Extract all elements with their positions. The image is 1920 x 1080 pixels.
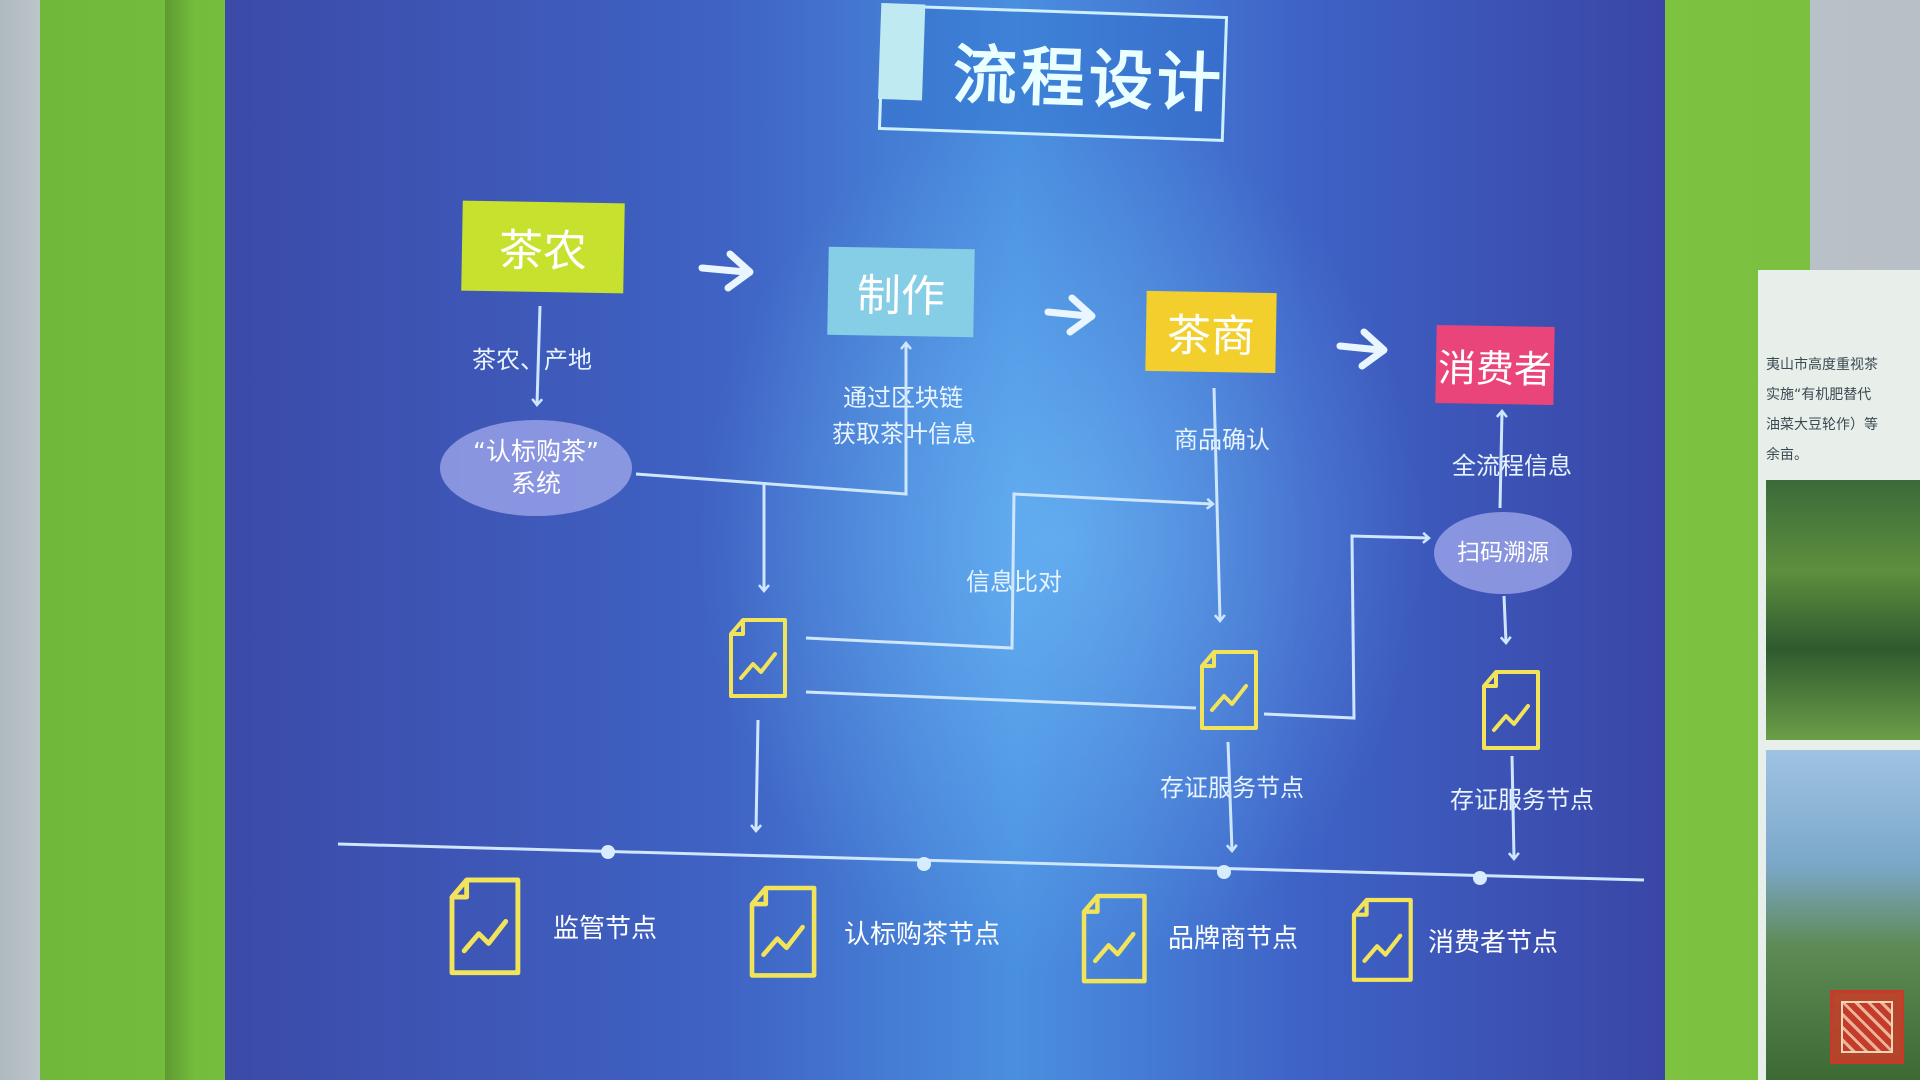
side-panel-line: 实施“有机肥替代 <box>1766 387 1872 403</box>
label-info-compare: 信息比对 <box>966 568 1062 596</box>
label-blockchain-line1: 通过区块链 <box>843 384 963 412</box>
label-full-process-info: 全流程信息 <box>1452 452 1572 480</box>
bottom-node-label-supervision: 监管节点 <box>553 914 658 944</box>
label-farmer-origin: 茶农、产地 <box>472 346 592 374</box>
oval-scan-trace-label: 扫码溯源 <box>1457 540 1549 566</box>
stage-tea-merchant: 茶商 <box>1145 290 1277 374</box>
label-goods-confirm: 商品确认 <box>1174 426 1270 454</box>
bottom-node-label-tea-purchase: 认标购茶节点 <box>844 920 1001 950</box>
label-blockchain-line2: 获取茶叶信息 <box>832 420 976 448</box>
bottom-node-label-brand: 品牌商节点 <box>1168 924 1299 954</box>
diagram-title: 流程设计 <box>951 38 1226 122</box>
side-panel-line: 油菜大豆轮作）等 <box>1766 417 1878 433</box>
frame-shadow <box>165 0 195 1080</box>
side-panel: 夷山市高度重视茶 实施“有机肥替代 油菜大豆轮作）等 余亩。 <box>1758 270 1920 1080</box>
side-panel-line: 余亩。 <box>1766 447 1808 463</box>
tea-field-photo <box>1766 480 1920 740</box>
oval-scan-trace: 扫码溯源 <box>1434 512 1572 594</box>
oval-system-line1: “认标购茶” <box>473 437 599 466</box>
oval-system-line2: 系统 <box>510 469 561 498</box>
title-box: 流程设计 <box>877 4 1229 142</box>
oval-system: “认标购茶” 系统 <box>440 420 632 516</box>
stage-tea-farmer: 茶农 <box>461 200 625 294</box>
seal-logo-inner <box>1841 1001 1893 1053</box>
stage-production: 制作 <box>827 246 975 338</box>
label-cert-node-2: 存证服务节点 <box>1450 786 1594 814</box>
stage-consumer: 消费者 <box>1435 324 1555 406</box>
bottom-node-label-consumer: 消费者节点 <box>1428 928 1559 958</box>
side-panel-line: 夷山市高度重视茶 <box>1766 357 1878 373</box>
label-cert-node-1: 存证服务节点 <box>1160 774 1304 802</box>
seal-logo <box>1830 990 1904 1064</box>
side-panel-text: 夷山市高度重视茶 实施“有机肥替代 油菜大豆轮作）等 余亩。 <box>1766 350 1920 470</box>
